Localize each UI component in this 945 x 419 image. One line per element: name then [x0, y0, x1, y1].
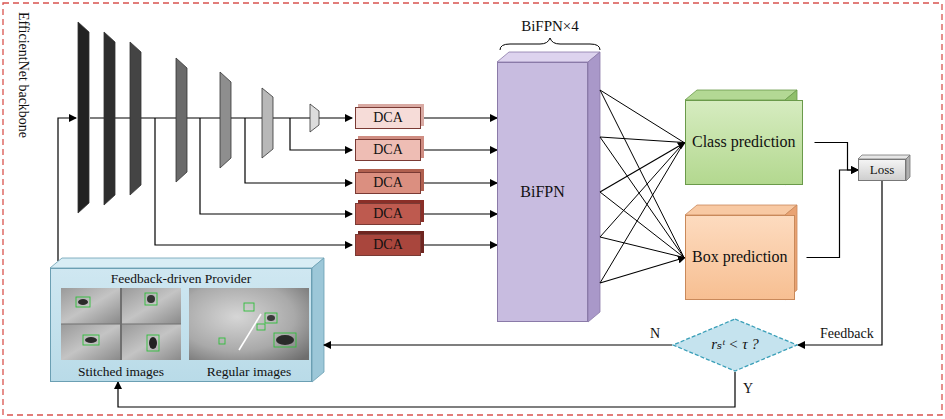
box-face	[312, 258, 324, 382]
connector	[324, 344, 672, 345]
dca-module: DCA	[355, 172, 421, 194]
node-text: Box prediction	[692, 248, 788, 266]
connector	[423, 244, 497, 245]
dashed-frame	[3, 3, 942, 415]
prediction-box: Box prediction	[685, 215, 795, 300]
node-text: Feedback-driven Provider	[51, 271, 311, 287]
prediction-box: Class prediction	[685, 100, 803, 185]
dca-module: DCA	[355, 234, 421, 256]
decision-diamond: rₛᵗ < τ ?	[672, 318, 798, 372]
node-text: BiFPN	[520, 183, 564, 201]
provider-box: Feedback-driven Provider Stitched images	[50, 268, 312, 382]
connector	[423, 213, 497, 214]
box-face	[50, 258, 324, 268]
node-text: Regular images	[189, 364, 309, 380]
connector	[423, 149, 497, 150]
backbone-layers	[78, 22, 319, 213]
image-panel: Regular images	[189, 288, 309, 380]
node-text: DCA	[373, 175, 403, 191]
connector	[600, 143, 685, 193]
edge-label: Feedback	[818, 326, 876, 342]
brace	[500, 38, 600, 50]
node-text: Class prediction	[692, 133, 796, 151]
connector	[798, 181, 882, 345]
box-face	[906, 155, 910, 181]
connector	[423, 182, 497, 183]
feedback-line	[58, 118, 76, 261]
node-text: DCA	[373, 237, 403, 253]
box-face	[588, 52, 600, 322]
connector	[423, 117, 497, 118]
bifpn-block: BiFPN	[497, 62, 588, 322]
edge-label: Y	[741, 381, 755, 397]
defect-image	[189, 288, 309, 360]
node-text: Stitched images	[61, 364, 181, 380]
image-panel: Stitched images	[61, 288, 181, 380]
dca-module: DCA	[355, 203, 421, 225]
node-text: Loss	[870, 163, 895, 178]
skip-line	[290, 118, 352, 150]
loss-box: Loss	[858, 159, 906, 181]
connector	[815, 143, 859, 171]
node-text: rₛᵗ < τ ?	[711, 336, 759, 353]
box-face	[685, 205, 797, 215]
skip-line	[245, 118, 352, 183]
node-text: DCA	[373, 206, 403, 222]
connector	[600, 258, 685, 284]
box-face	[497, 52, 600, 62]
fan-lines	[600, 90, 684, 283]
edge-label: N	[648, 326, 662, 342]
repeat-label: BiFPN×4	[500, 18, 600, 35]
connector	[807, 170, 859, 258]
box-face	[685, 90, 797, 100]
node-text: DCA	[373, 142, 403, 158]
dca-module: DCA	[355, 139, 421, 161]
dca-module: DCA	[355, 107, 421, 129]
backbone-label: EfficientNet backbone	[15, 12, 31, 138]
node-text: DCA	[373, 110, 403, 126]
defect-image	[61, 288, 181, 360]
